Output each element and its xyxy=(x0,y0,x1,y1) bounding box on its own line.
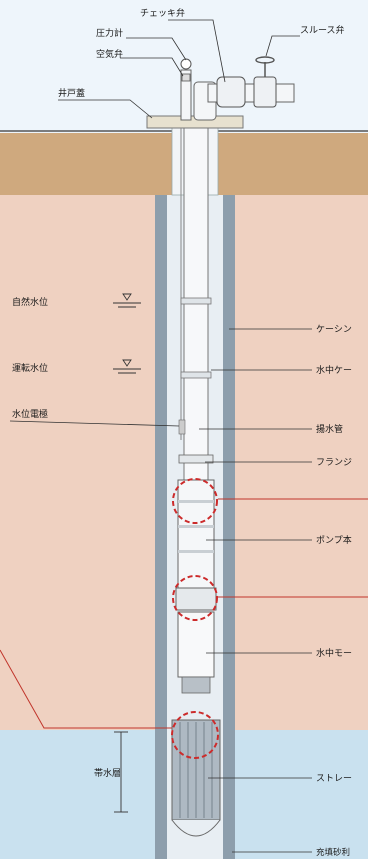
pump-stage-3 xyxy=(178,550,214,553)
leader-well-cover xyxy=(58,99,153,119)
strainer-label: ストレー xyxy=(316,774,352,784)
leader-strainer-highlight xyxy=(0,649,172,729)
submersible-motor-label: 水中モー xyxy=(316,647,352,659)
pump-body-label: ポンプ本 xyxy=(316,534,352,546)
casing-bottom xyxy=(171,819,221,837)
static-water-level-label: 自然水位 xyxy=(12,296,48,308)
check-valve-label: チェッキ弁 xyxy=(140,7,185,19)
highlight-circle-pump xyxy=(172,478,218,524)
aquifer-label: 帯水層 xyxy=(94,767,121,779)
motor-base xyxy=(181,676,211,694)
pipe-coupling-1 xyxy=(180,297,212,305)
air-valve xyxy=(181,73,191,82)
flange xyxy=(178,454,214,464)
submersible-cable-label: 水中ケー xyxy=(316,364,352,376)
submersible-motor xyxy=(177,611,215,678)
pipe-coupling-2 xyxy=(180,371,212,379)
pressure-gauge xyxy=(180,58,192,70)
leader-pressure-gauge xyxy=(126,37,187,61)
static-water-level-symbol xyxy=(113,293,141,308)
pump-intake xyxy=(175,587,217,611)
pressure-gauge-label: 圧力計 xyxy=(96,27,123,39)
leader-air-valve xyxy=(120,57,184,77)
water-level-electrode-label: 水位電極 xyxy=(12,408,48,420)
leader-check-valve xyxy=(168,19,226,83)
air-valve-label: 空気弁 xyxy=(96,48,123,60)
sluice-valve-handwheel xyxy=(255,56,275,64)
well-cover-label: 井戸蓋 xyxy=(58,87,85,99)
sluice-valve xyxy=(253,76,277,108)
highlight-circle-intake xyxy=(172,575,218,621)
flange-label: フランジ xyxy=(316,457,352,468)
casing-label: ケーシン xyxy=(316,324,352,335)
highlight-circle-strainer xyxy=(171,711,219,759)
check-valve xyxy=(216,76,246,108)
operating-water-level-symbol xyxy=(113,359,141,374)
leader-sluice-valve xyxy=(265,35,300,57)
lift-pipe-label: 揚水管 xyxy=(316,423,343,435)
lift-pipe xyxy=(183,127,209,484)
filling-gravel-label: 充填砂利 xyxy=(316,847,350,858)
operating-water-level-label: 運転水位 xyxy=(12,362,48,374)
casing-wall-right xyxy=(223,195,235,859)
electrode xyxy=(178,419,186,435)
sluice-valve-label: スルース弁 xyxy=(300,24,345,36)
pump-stage-1 xyxy=(178,500,214,503)
leader-water-level-electrode xyxy=(9,420,180,427)
riser-pipe xyxy=(180,69,192,121)
pump-stage-2 xyxy=(178,525,214,528)
casing-wall-left xyxy=(155,195,167,859)
